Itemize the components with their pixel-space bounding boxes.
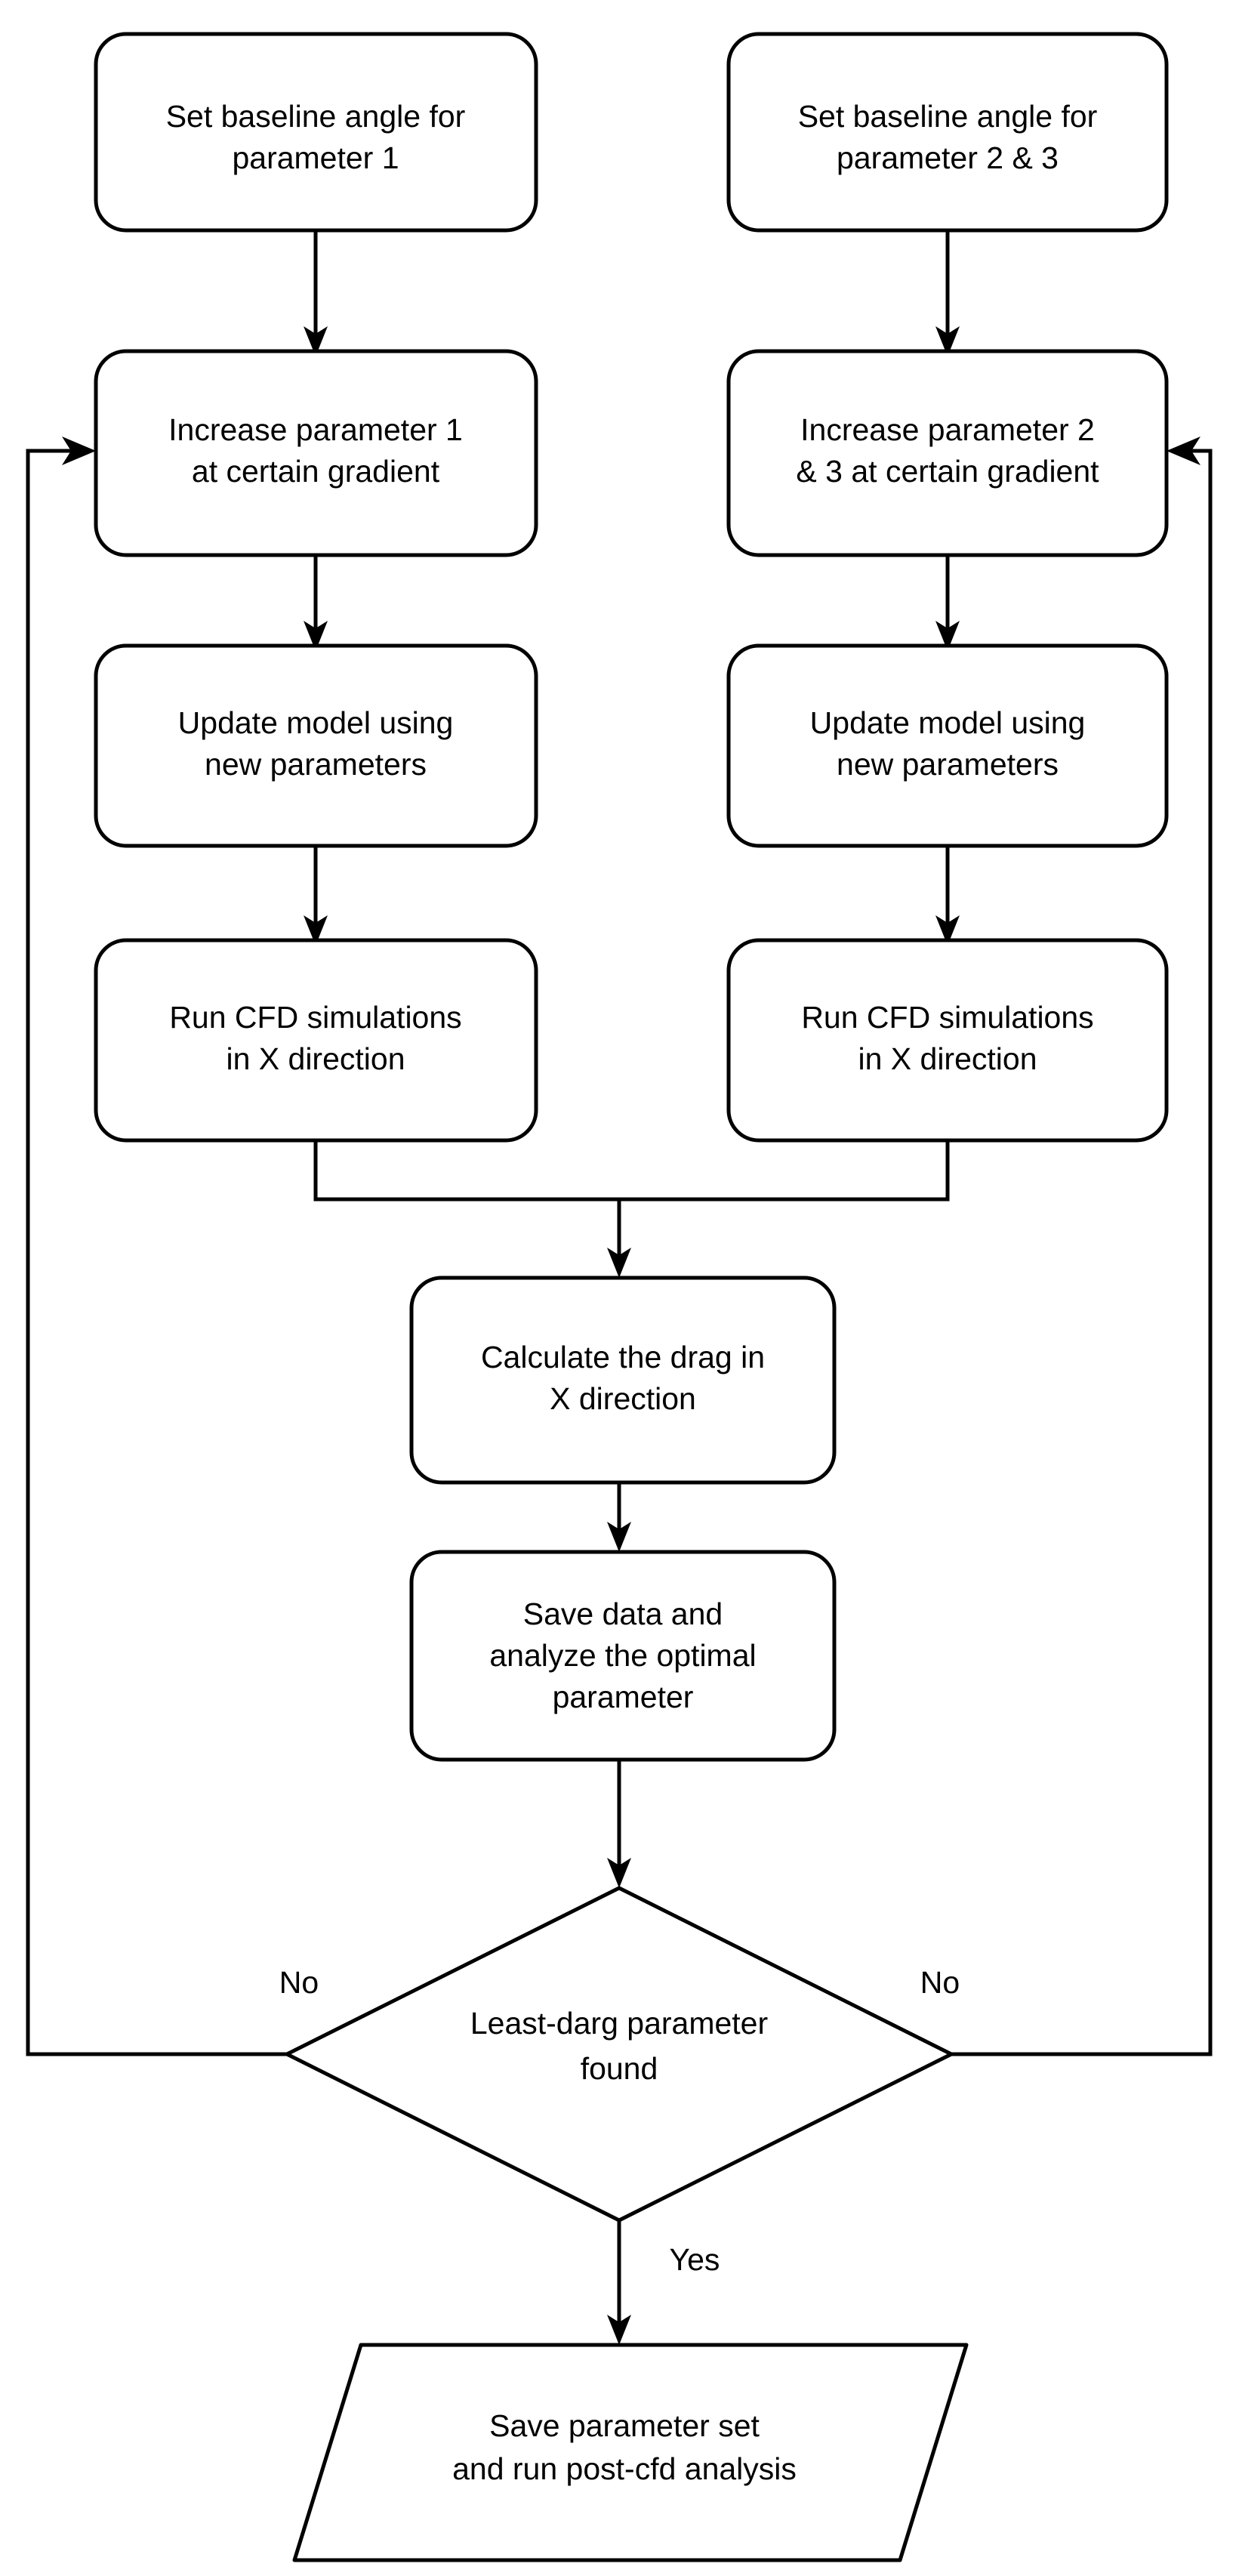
node-increase-p1[interactable]: Increase parameter 1 at certain gradient: [94, 349, 538, 557]
save-parameter-set-shape[interactable]: [292, 2343, 969, 2562]
decision-least-drag-line1: Least-darg parameter: [470, 2006, 768, 2041]
node-calculate-drag[interactable]: Calculate the drag in X direction: [409, 1276, 837, 1485]
update-model-left-line2: new parameters: [205, 747, 427, 782]
edge-decision-no-right-loop: [951, 437, 1213, 2056]
update-model-left-shape[interactable]: [94, 643, 538, 848]
node-set-baseline-p23[interactable]: Set baseline angle for parameter 2 & 3: [726, 32, 1169, 233]
update-model-right-shape[interactable]: [726, 643, 1169, 848]
increase-p1-line1: Increase parameter 1: [168, 412, 463, 447]
node-decision-least-drag[interactable]: Least-darg parameter found: [285, 1886, 954, 2223]
increase-p23-line1: Increase parameter 2: [800, 412, 1095, 447]
increase-p1-line2: at certain gradient: [192, 454, 440, 489]
save-analyze-line3: parameter: [553, 1680, 694, 1714]
update-model-right-line1: Update model using: [810, 705, 1086, 740]
calculate-drag-line1: Calculate the drag in: [481, 1340, 765, 1374]
update-model-right-line2: new parameters: [837, 747, 1059, 782]
save-analyze-line1: Save data and: [523, 1597, 723, 1631]
edge-increase1-to-update1: [304, 555, 328, 651]
run-cfd-left-line2: in X direction: [226, 1041, 405, 1076]
update-model-left-line1: Update model using: [178, 705, 454, 740]
edge-decision-yes-to-output: [607, 2220, 631, 2345]
save-parameter-set-line1: Save parameter set: [489, 2408, 760, 2443]
decision-least-drag-shape[interactable]: [285, 1886, 954, 2223]
increase-p23-shape[interactable]: [726, 349, 1169, 557]
run-cfd-left-line1: Run CFD simulations: [169, 1000, 461, 1035]
edge-calculate-to-save: [607, 1482, 631, 1552]
edge-update23-to-runcfd23: [935, 846, 960, 946]
edge-label-yes: Yes: [670, 2242, 720, 2277]
node-save-parameter-set[interactable]: Save parameter set and run post-cfd anal…: [292, 2343, 969, 2562]
calculate-drag-line2: X direction: [550, 1381, 696, 1416]
node-run-cfd-left[interactable]: Run CFD simulations in X direction: [94, 938, 538, 1143]
set-baseline-p23-shape[interactable]: [726, 32, 1169, 233]
increase-p1-shape[interactable]: [94, 349, 538, 557]
run-cfd-left-shape[interactable]: [94, 938, 538, 1143]
node-increase-p23[interactable]: Increase parameter 2 & 3 at certain grad…: [726, 349, 1169, 557]
run-cfd-right-line1: Run CFD simulations: [801, 1000, 1093, 1035]
edge-increase23-to-update23: [935, 555, 960, 651]
calculate-drag-shape[interactable]: [409, 1276, 837, 1485]
run-cfd-right-line2: in X direction: [858, 1041, 1037, 1076]
save-analyze-shape[interactable]: [409, 1550, 837, 1762]
node-run-cfd-right[interactable]: Run CFD simulations in X direction: [726, 938, 1169, 1143]
edge-baseline23-to-increase23: [935, 230, 960, 356]
set-baseline-p1-line1: Set baseline angle for: [166, 99, 466, 134]
save-parameter-set-line2: and run post-cfd analysis: [452, 2451, 797, 2486]
set-baseline-p1-line2: parameter 1: [232, 140, 399, 175]
node-set-baseline-p1[interactable]: Set baseline angle for parameter 1: [94, 32, 538, 233]
run-cfd-right-shape[interactable]: [726, 938, 1169, 1143]
save-analyze-line2: analyze the optimal: [489, 1638, 756, 1673]
node-update-model-right[interactable]: Update model using new parameters: [726, 643, 1169, 848]
edge-update1-to-runcfd1: [304, 846, 328, 946]
edge-baseline1-to-increase1: [304, 230, 328, 356]
node-update-model-left[interactable]: Update model using new parameters: [94, 643, 538, 848]
edge-decision-no-left-loop: [26, 437, 287, 2056]
decision-least-drag-line2: found: [581, 2051, 658, 2086]
set-baseline-p23-line1: Set baseline angle for: [798, 99, 1098, 134]
edge-label-no-left: No: [279, 1965, 319, 2000]
increase-p23-line2: & 3 at certain gradient: [796, 454, 1099, 489]
edge-save-to-decision: [607, 1760, 631, 1888]
node-save-analyze[interactable]: Save data and analyze the optimal parame…: [409, 1550, 837, 1762]
set-baseline-p1-shape[interactable]: [94, 32, 538, 233]
edge-merge-to-calculate-drag: [313, 1140, 950, 1278]
edge-label-no-right: No: [920, 1965, 960, 2000]
set-baseline-p23-line2: parameter 2 & 3: [837, 140, 1059, 175]
